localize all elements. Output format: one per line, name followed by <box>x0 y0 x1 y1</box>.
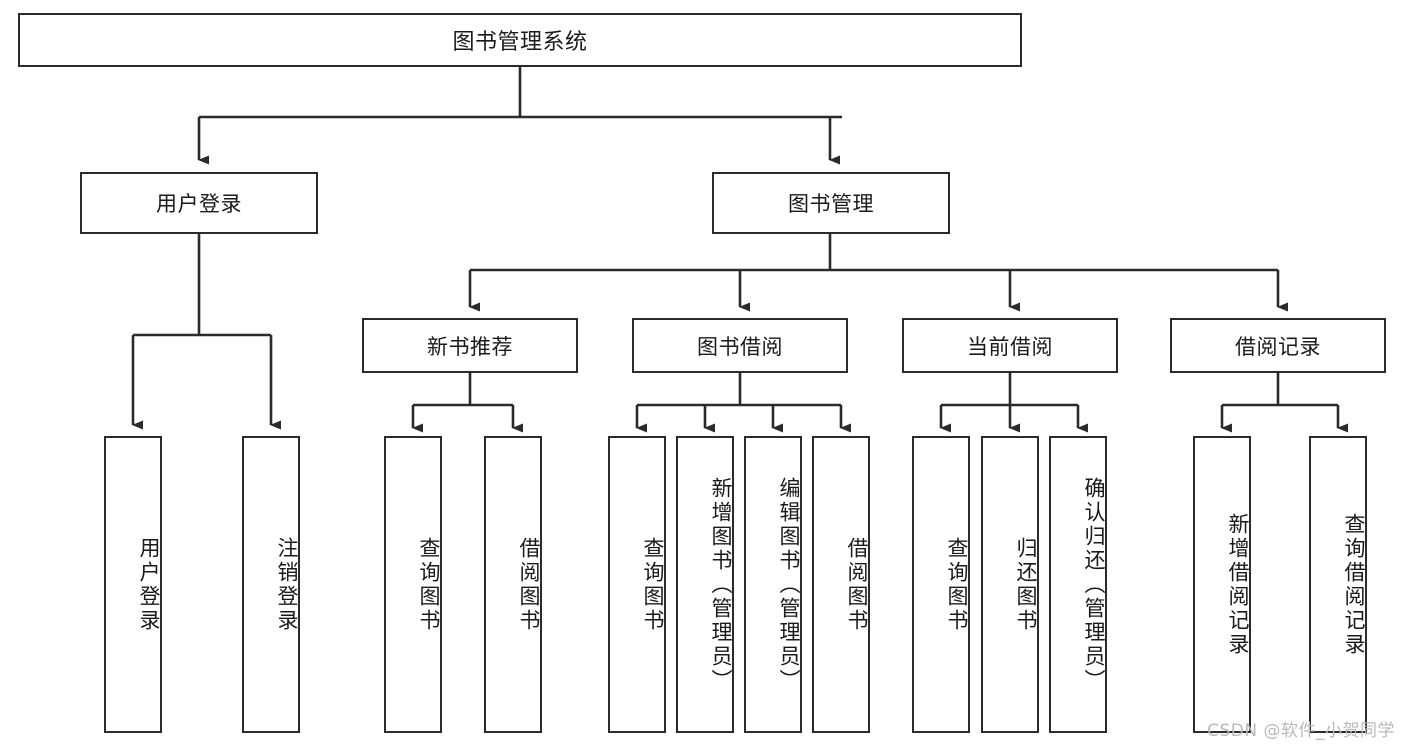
node-label: 查询图书 <box>417 536 441 633</box>
node-leaf-add-borrow-record[interactable]: 新增借阅记录 <box>1193 436 1251 733</box>
node-current-borrow[interactable]: 当前借阅 <box>902 318 1118 373</box>
node-label: 新增图书（管理员） <box>709 476 733 693</box>
node-leaf-query-borrow-record[interactable]: 查询借阅记录 <box>1309 436 1367 733</box>
node-label: 图书借阅 <box>697 334 783 359</box>
node-label: 查询借阅记录 <box>1342 512 1366 657</box>
node-leaf-return-book[interactable]: 归还图书 <box>981 436 1039 733</box>
node-label: 用户登录 <box>156 192 242 216</box>
node-leaf-user-login[interactable]: 用户登录 <box>104 436 162 733</box>
node-leaf-query-book-current[interactable]: 查询图书 <box>912 436 970 733</box>
node-book-management[interactable]: 图书管理 <box>712 172 950 234</box>
watermark-text: CSDN @软件_小贺同学 <box>1207 721 1395 741</box>
node-label: 编辑图书（管理员） <box>777 476 801 693</box>
node-leaf-logout[interactable]: 注销登录 <box>242 436 300 733</box>
node-label: 借阅图书 <box>845 536 869 633</box>
node-label: 借阅记录 <box>1235 334 1321 359</box>
node-leaf-query-book-borrow[interactable]: 查询图书 <box>608 436 666 733</box>
node-leaf-borrow-book-rec[interactable]: 借阅图书 <box>484 436 542 733</box>
node-label: 新增借阅记录 <box>1226 512 1250 657</box>
node-label: 查询图书 <box>945 536 969 633</box>
node-label: 借阅图书 <box>517 536 541 633</box>
node-book-borrow[interactable]: 图书借阅 <box>632 318 848 373</box>
node-label: 用户登录 <box>137 536 161 633</box>
node-label: 确认归还（管理员） <box>1082 476 1106 693</box>
node-borrow-record[interactable]: 借阅记录 <box>1170 318 1386 373</box>
node-leaf-confirm-return-admin[interactable]: 确认归还（管理员） <box>1049 436 1107 733</box>
node-label: 查询图书 <box>641 536 665 633</box>
node-root-system[interactable]: 图书管理系统 <box>18 13 1022 67</box>
node-label: 注销登录 <box>275 536 299 633</box>
node-label: 图书管理系统 <box>452 30 588 55</box>
node-new-book-recommend[interactable]: 新书推荐 <box>362 318 578 373</box>
node-label: 新书推荐 <box>427 334 513 359</box>
node-leaf-edit-book-admin[interactable]: 编辑图书（管理员） <box>744 436 802 733</box>
node-user-login[interactable]: 用户登录 <box>80 172 318 234</box>
node-leaf-query-book-rec[interactable]: 查询图书 <box>384 436 442 733</box>
node-leaf-add-book-admin[interactable]: 新增图书（管理员） <box>676 436 734 733</box>
node-label: 当前借阅 <box>967 334 1053 359</box>
node-leaf-borrow-book[interactable]: 借阅图书 <box>812 436 870 733</box>
node-label: 图书管理 <box>788 192 874 216</box>
node-label: 归还图书 <box>1014 536 1038 633</box>
